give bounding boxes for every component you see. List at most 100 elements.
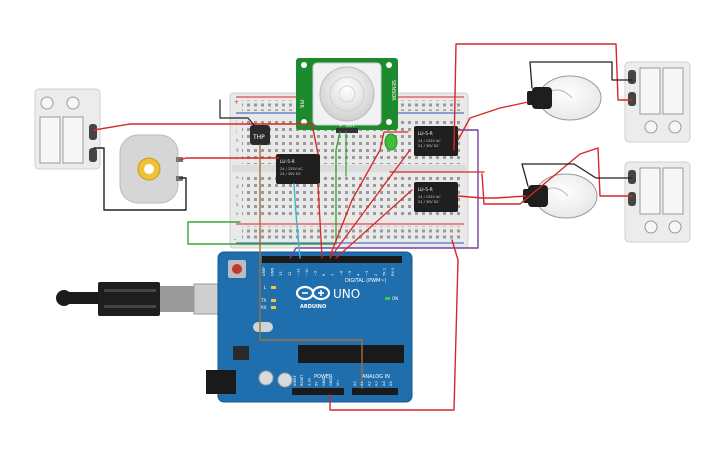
relay-2-label: LU-5-R — [418, 131, 433, 137]
relay-3-rating-dc: 24 / 30V DC — [418, 200, 440, 204]
power-pin-label: RESET — [300, 374, 304, 386]
model-label: UNO — [333, 287, 360, 301]
relay-1-label: LU-5-R — [280, 159, 295, 165]
wire-red-bulb-top — [457, 101, 529, 141]
brand-label: ARDUINO — [300, 304, 326, 310]
power-pin-label: Vin — [336, 380, 340, 386]
voltage-regulator — [233, 346, 249, 360]
relay-3-label: LU-5-R — [418, 187, 433, 193]
digital-pin-label: TX 1 — [382, 268, 386, 277]
wire-red-diag-1 — [329, 149, 411, 259]
svg-text:+: + — [234, 99, 239, 106]
digital-pin-label: RX 0 — [391, 267, 395, 276]
power-module-left[interactable] — [34, 88, 101, 170]
wire-black-left — [93, 147, 187, 211]
pir-dome — [319, 66, 375, 122]
power-header — [292, 388, 344, 395]
wire-red-right-loop — [481, 147, 633, 205]
pir-side-label-right: SENSOR — [390, 80, 396, 101]
power-pin-label: 5V — [315, 381, 319, 386]
led-rx-label: RX — [261, 305, 267, 310]
wire-green — [187, 131, 341, 245]
breadboard-top-row-letter: i — [236, 129, 237, 134]
wire-red-bottom — [329, 239, 459, 411]
wire-red-big — [453, 43, 633, 151]
digital-pin-label: ~5 — [348, 271, 352, 276]
power-pin-label: 3.3V — [307, 377, 311, 386]
digital-pin-label: ~3 — [365, 271, 369, 276]
analog-pin-label: A4 — [382, 381, 386, 386]
arduino-uno[interactable]: DIGITAL (PWM~) UNO ARDUINO L TX RX ON — [206, 251, 413, 403]
relay-3-rating-ac: 24 / 125V AC — [418, 195, 441, 199]
pir-sensor[interactable]: PIR SENSOR — [296, 58, 398, 133]
relay-1[interactable]: LU-5-R 24 / 125V AC 24 / 30V DC — [276, 154, 320, 184]
wire-red-thp — [219, 99, 255, 126]
atmega-chip — [298, 345, 404, 363]
wire-black-bulb-bottom — [521, 163, 633, 187]
usb-cable[interactable] — [56, 282, 231, 316]
wire-cyan — [293, 183, 301, 259]
digital-pin-label: 2 — [374, 274, 378, 276]
crystal — [253, 322, 273, 332]
wire-red-diag-2 — [335, 189, 413, 259]
digital-pin-label: 4 — [357, 273, 361, 276]
wire-red-bulb-bottom — [457, 195, 527, 199]
led-l-label: L — [264, 285, 267, 290]
breadboard-bottom-row-letter: d — [236, 184, 239, 189]
light-bulb-bottom[interactable] — [523, 173, 598, 219]
wire-red-left — [93, 123, 319, 155]
relay-3[interactable]: LU-5-R 24 / 125V AC 24 / 30V DC — [414, 182, 458, 212]
dc-motor[interactable] — [119, 134, 183, 204]
wire-red-diag-3 — [317, 183, 323, 259]
svg-text:-: - — [234, 236, 236, 243]
pir-side-label-left: PIR — [298, 100, 304, 108]
digital-pin-label: 12 — [288, 271, 292, 276]
power-module-right-top[interactable] — [624, 61, 691, 143]
analog-header — [352, 388, 398, 395]
capacitor-1 — [258, 370, 274, 386]
thermistor-label: THP — [252, 134, 265, 141]
analog-label: ANALOG IN — [362, 374, 390, 380]
light-bulb-top[interactable] — [527, 75, 602, 121]
power-pin-label: GND — [329, 378, 333, 386]
digital-pin-label: 13 — [279, 271, 283, 276]
digital-label: DIGITAL (PWM~) — [345, 278, 387, 284]
analog-pin-label: A5 — [389, 381, 393, 386]
breadboard-top-row-letter: g — [236, 147, 239, 152]
led-on-label: ON — [392, 296, 398, 301]
digital-pin-label: 8 — [322, 273, 326, 276]
digital-pin-label: 7 — [331, 274, 335, 276]
relay-2-rating-ac: 24 / 125V AC — [418, 139, 441, 143]
digital-pin-label: GND — [271, 268, 275, 276]
digital-pin-label: AREF — [262, 267, 266, 276]
digital-pin-label: ~9 — [314, 270, 318, 276]
wires — [93, 43, 633, 411]
breadboard-bottom-row-letter: c — [236, 193, 238, 198]
analog-pin-label: A0 — [353, 381, 357, 386]
analog-pin-label: A2 — [367, 381, 371, 386]
digital-header — [262, 256, 402, 263]
wire-purple — [289, 129, 479, 259]
thermistor[interactable]: THP — [250, 125, 270, 145]
breadboard-bottom-row-letter: b — [236, 202, 239, 207]
dc-jack — [206, 370, 236, 394]
wire-red-relay2 — [329, 131, 409, 257]
breadboard-top-row-letter: h — [236, 138, 239, 143]
relay-2-rating-dc: 24 / 30V DC — [418, 144, 440, 148]
pir-pin-header — [336, 128, 358, 133]
power-module-right-bottom[interactable] — [624, 161, 691, 243]
digital-pin-label: ~10 — [305, 268, 309, 276]
relay-2[interactable]: LU-5-R 24 / 125V AC 24 / 30V DC — [414, 126, 458, 156]
relay-1-rating-dc: 24 / 30V DC — [280, 172, 302, 176]
green-led[interactable] — [384, 133, 398, 151]
breadboard-top-row-letter: f — [236, 156, 238, 161]
wire-brown — [259, 144, 363, 389]
breadboard-bottom-row-letter: e — [236, 175, 239, 180]
analog-pin-label: A3 — [375, 381, 379, 386]
digital-pin-label: ~6 — [339, 270, 343, 276]
arduino-logo — [295, 285, 331, 301]
power-pin-label: GND — [322, 378, 326, 386]
capacitor-2 — [277, 372, 293, 388]
digital-pin-label: ~11 — [296, 268, 300, 276]
